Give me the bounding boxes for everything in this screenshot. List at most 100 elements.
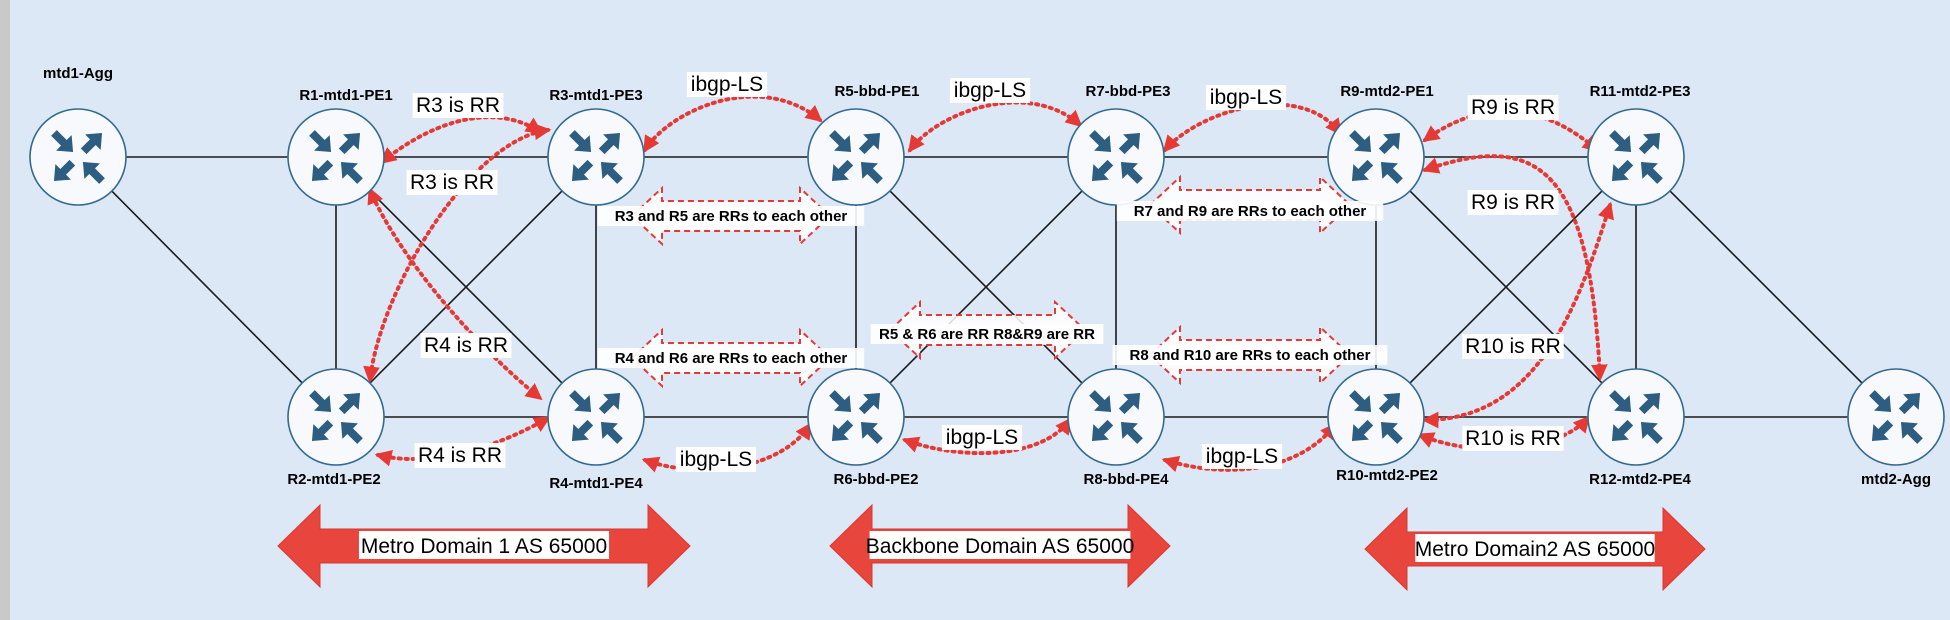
router-arrows-icon	[1869, 390, 1923, 444]
router-r12[interactable]	[1587, 368, 1685, 466]
router-label-mtd1: mtd1-Agg	[43, 65, 113, 82]
svg-text:ibgp-LS: ibgp-LS	[1206, 445, 1278, 468]
router-icon	[1587, 108, 1685, 206]
router-icon	[547, 368, 645, 466]
session-arrow-9	[901, 417, 1073, 456]
svg-text:ibgp-LS: ibgp-LS	[954, 79, 1026, 102]
session-arrow-7	[1162, 102, 1343, 153]
router-icon	[1067, 368, 1165, 466]
domain-label: Metro Domain 1 AS 65000	[361, 535, 607, 558]
router-r7[interactable]	[1067, 108, 1165, 206]
pair-label-3: R7 and R9 are RRs to each other	[1116, 201, 1384, 221]
session-arrow-4	[374, 416, 551, 467]
svg-text:R4 is RR: R4 is RR	[418, 444, 502, 467]
router-icon	[29, 108, 127, 206]
pair-label-2: R4 and R6 are RRs to each other	[597, 348, 865, 368]
router-r8[interactable]	[1067, 368, 1165, 466]
session-label-11: R9 is RR	[1467, 95, 1559, 120]
domain-banner-3: Metro Domain2 AS 65000	[1364, 506, 1706, 592]
router-r1[interactable]	[287, 108, 385, 206]
svg-text:R3 is RR: R3 is RR	[410, 171, 494, 194]
router-r9[interactable]	[1327, 108, 1425, 206]
router-mtd1[interactable]	[29, 108, 127, 206]
link-r11-mtd2	[1635, 156, 1897, 418]
svg-text:ibgp-LS: ibgp-LS	[691, 73, 763, 96]
svg-text:R5 & R6 are RR R8&R9 are RR: R5 & R6 are RR R8&R9 are RR	[879, 326, 1095, 343]
router-icon	[287, 108, 385, 206]
pair-labels-layer: R3 and R5 are RRs to each other R4 and R6…	[597, 201, 1388, 368]
domain-banner-2: Backbone Domain AS 65000	[829, 503, 1171, 589]
session-label-4: R4 is RR	[414, 443, 506, 468]
svg-text:R10 is RR: R10 is RR	[1465, 427, 1561, 450]
router-icon	[287, 368, 385, 466]
router-r4[interactable]	[547, 368, 645, 466]
router-label-r8: R8-bbd-PE4	[1083, 471, 1169, 488]
svg-text:R3 and R5 are RRs to each othe: R3 and R5 are RRs to each other	[615, 208, 848, 225]
routers-layer	[29, 108, 1945, 466]
session-label-1: R3 is RR	[412, 93, 504, 118]
session-label-8: ibgp-LS	[675, 447, 757, 472]
router-icon	[1847, 368, 1945, 466]
svg-text:R8 and R10 are RRs to each oth: R8 and R10 are RRs to each other	[1130, 347, 1371, 364]
router-r3[interactable]	[547, 108, 645, 206]
domain-banner-1: Metro Domain 1 AS 65000	[277, 503, 691, 589]
router-label-r4: R4-mtd1-PE4	[549, 475, 643, 492]
session-label-14: R10 is RR	[1462, 426, 1564, 451]
svg-text:ibgp-LS: ibgp-LS	[680, 448, 752, 471]
router-icon	[807, 368, 905, 466]
router-r6[interactable]	[807, 368, 905, 466]
domain-label: Backbone Domain AS 65000	[866, 535, 1135, 558]
router-r5[interactable]	[807, 108, 905, 206]
session-arrow-13	[1421, 201, 1614, 429]
router-arrows-icon	[1609, 390, 1663, 444]
router-r2[interactable]	[287, 368, 385, 466]
router-label-r2: R2-mtd1-PE2	[287, 471, 380, 488]
router-label-r3: R3-mtd1-PE3	[549, 87, 642, 104]
domains-layer: Metro Domain 1 AS 65000 Backbone Domain A…	[277, 503, 1706, 592]
router-arrows-icon	[309, 390, 363, 444]
router-arrows-icon	[829, 390, 883, 444]
router-arrows-icon	[1609, 130, 1663, 184]
session-label-9: ibgp-LS	[941, 425, 1023, 450]
session-label-7: ibgp-LS	[1205, 85, 1287, 110]
router-label-r1: R1-mtd1-PE1	[299, 87, 392, 104]
router-label-r5: R5-bbd-PE1	[834, 83, 919, 100]
router-label-r12: R12-mtd2-PE4	[1589, 471, 1691, 488]
session-arrow-6	[907, 100, 1083, 153]
router-mtd2[interactable]	[1847, 368, 1945, 466]
svg-text:R3 is RR: R3 is RR	[416, 94, 500, 117]
session-arrow-5	[643, 94, 823, 153]
link-mtd1-r2	[77, 156, 337, 418]
router-arrows-icon	[1089, 130, 1143, 184]
session-label-13: R10 is RR	[1462, 334, 1564, 359]
router-arrows-icon	[51, 130, 105, 184]
router-arrows-icon	[1349, 390, 1403, 444]
svg-text:R10 is RR: R10 is RR	[1465, 335, 1561, 358]
router-label-r6: R6-bbd-PE2	[833, 471, 918, 488]
session-label-5: ibgp-LS	[686, 72, 768, 97]
svg-text:ibgp-LS: ibgp-LS	[946, 426, 1018, 449]
svg-text:R9 is RR: R9 is RR	[1471, 191, 1555, 214]
router-r11[interactable]	[1587, 108, 1685, 206]
router-arrows-icon	[309, 130, 363, 184]
router-label-mtd2: mtd2-Agg	[1861, 471, 1931, 488]
router-arrows-icon	[569, 130, 623, 184]
router-r10[interactable]	[1327, 368, 1425, 466]
session-arrow-3	[367, 186, 543, 401]
router-arrows-icon	[1349, 130, 1403, 184]
svg-text:R4 and R6 are RRs to each othe: R4 and R6 are RRs to each other	[615, 350, 848, 367]
router-icon	[1327, 368, 1425, 466]
pair-label-4: R8 and R10 are RRs to each other	[1112, 345, 1388, 365]
session-label-2: R3 is RR	[406, 170, 498, 195]
router-icon	[1067, 108, 1165, 206]
left-edge-bar	[0, 0, 10, 620]
session-label-12: R9 is RR	[1467, 190, 1559, 215]
link-r6-r7	[855, 156, 1117, 418]
domain-label: Metro Domain2 AS 65000	[1415, 538, 1655, 561]
session-label-10: ibgp-LS	[1201, 444, 1283, 469]
router-label-r10: R10-mtd2-PE2	[1336, 467, 1438, 484]
router-icon	[1327, 108, 1425, 206]
svg-text:R4 is RR: R4 is RR	[424, 334, 508, 357]
